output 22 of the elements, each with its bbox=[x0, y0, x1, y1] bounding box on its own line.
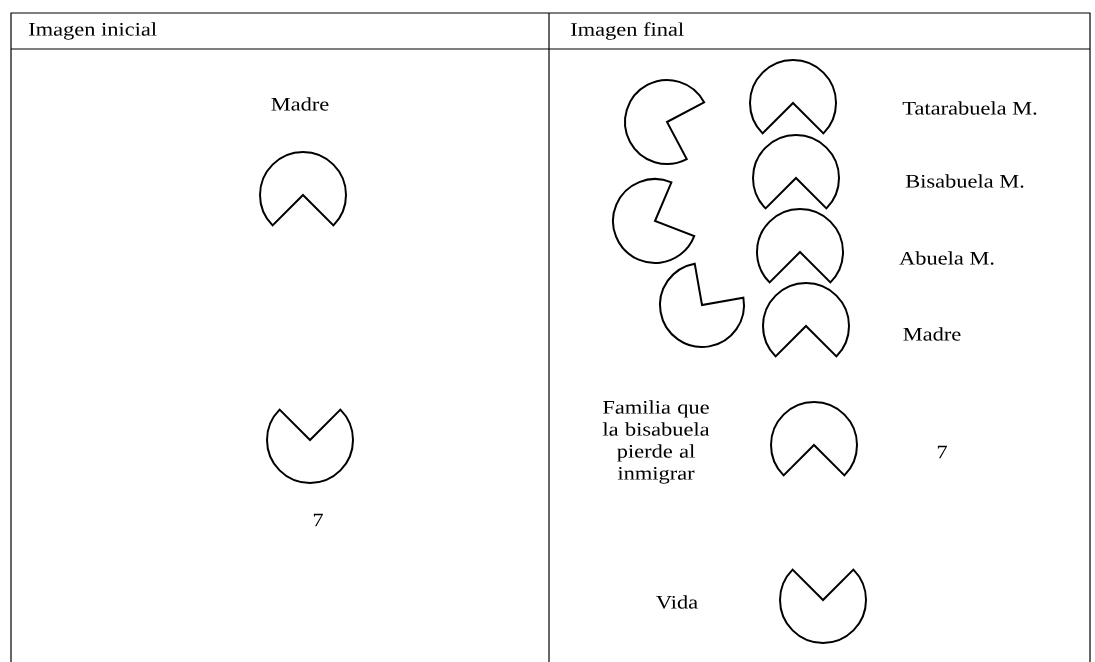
pie-shape bbox=[779, 568, 867, 644]
pie-shape bbox=[624, 79, 706, 165]
pie-shape bbox=[749, 59, 837, 135]
header-text: Imagen inicial bbox=[29, 22, 157, 40]
header-text: Imagen final bbox=[571, 22, 684, 40]
label-text: Bisabuela M. bbox=[905, 174, 1024, 188]
label-text: Vida bbox=[656, 595, 698, 609]
pie-shape bbox=[770, 401, 858, 477]
label-text: Tatarabuela M. bbox=[902, 101, 1037, 115]
label-text: 7 bbox=[937, 445, 947, 459]
pie-shape bbox=[259, 151, 347, 227]
pie-shape bbox=[756, 208, 844, 284]
label-text: Madre bbox=[271, 97, 329, 111]
label-text: 7 bbox=[313, 513, 323, 527]
pie-shape bbox=[612, 178, 696, 264]
label-text: Abuela M. bbox=[899, 251, 994, 265]
label-text: Familia que la bisabuela pierde al inmigrar bbox=[602, 400, 710, 484]
pie-shape bbox=[659, 262, 745, 348]
pie-shape bbox=[752, 134, 840, 210]
pie-shape bbox=[762, 282, 850, 358]
pie-shape bbox=[266, 408, 354, 484]
label-text: Madre bbox=[903, 327, 961, 341]
